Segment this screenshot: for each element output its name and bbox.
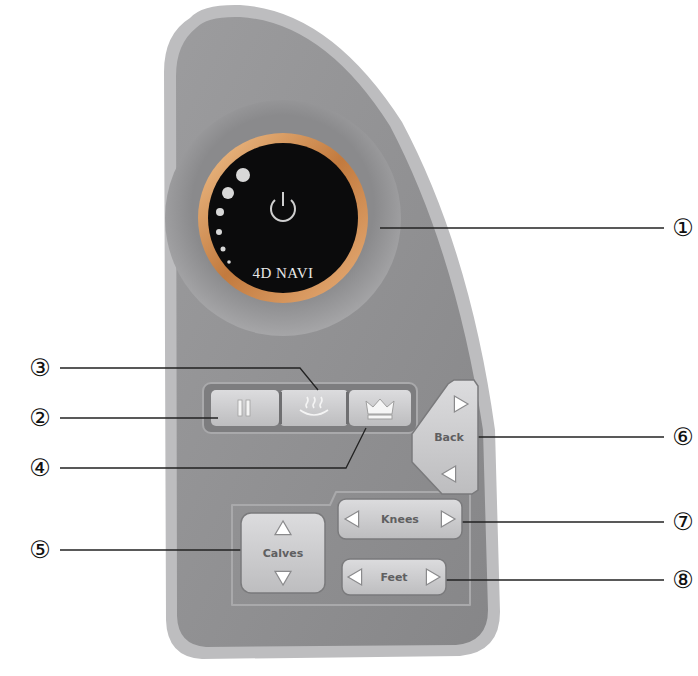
- button-groove: [232, 492, 470, 605]
- back-button-shape: [412, 380, 478, 494]
- pause-icon: [246, 400, 250, 416]
- level-dot: [221, 247, 226, 252]
- button-label: Back: [434, 431, 464, 444]
- arrow-symbol: [442, 466, 456, 482]
- leader-line: [470, 436, 664, 437]
- dial-ring: [198, 133, 368, 303]
- arrow-symbol: [275, 521, 291, 535]
- button-body: [241, 513, 325, 593]
- button-label: Calves: [263, 547, 303, 560]
- dial-label: 4D NAVI: [252, 265, 313, 282]
- arrow-symbol: [454, 396, 468, 412]
- panel-rim: [164, 5, 500, 659]
- callout-number: ③: [29, 356, 51, 380]
- button-label: Knees: [381, 513, 419, 526]
- leader-line: [60, 549, 250, 550]
- button-divider: [279, 392, 282, 424]
- arrow-symbol: [441, 511, 455, 527]
- leader-line: [60, 417, 218, 418]
- back-button: Back: [408, 378, 480, 496]
- level-dot: [236, 168, 250, 182]
- feet-button: Feet: [341, 558, 447, 596]
- arrow-symbol: [275, 571, 291, 585]
- leader-line: [60, 368, 318, 390]
- callout-number: ⑤: [29, 538, 51, 562]
- power-icon: [282, 192, 284, 206]
- leader-line: [446, 579, 664, 580]
- callout-number: ①: [672, 216, 694, 240]
- leader-line: [380, 227, 664, 228]
- button-strip: [203, 383, 417, 433]
- dial-recess: [165, 100, 401, 336]
- pause-button: [211, 390, 279, 426]
- level-dot: [222, 187, 234, 199]
- crown-icon: [366, 399, 394, 414]
- leader-line: [60, 428, 366, 468]
- crown-button: [349, 390, 411, 426]
- level-dot: [216, 229, 222, 235]
- leader-lines: [60, 228, 664, 580]
- callout-number: ⑧: [672, 568, 694, 592]
- callout-number: ⑦: [672, 510, 694, 534]
- callout-number: ②: [29, 406, 51, 430]
- button-body: [338, 499, 462, 539]
- leader-line: [458, 521, 664, 522]
- heat-icon: [300, 397, 328, 415]
- dial-face: [208, 143, 358, 293]
- calves-button: Calves: [240, 512, 326, 594]
- arrow-symbol: [426, 569, 440, 585]
- arrow-symbol: [348, 569, 362, 585]
- button-divider: [346, 392, 349, 424]
- level-dot: [227, 260, 231, 264]
- button-body: [342, 559, 446, 595]
- power-dial: 4D NAVI: [197, 132, 369, 304]
- callout-number: ④: [29, 456, 51, 480]
- arrow-symbol: [345, 511, 359, 527]
- level-dot: [216, 208, 224, 216]
- callout-number: ⑥: [672, 425, 694, 449]
- pause-icon: [238, 400, 242, 416]
- button-label: Feet: [380, 571, 407, 584]
- crown-icon: [368, 415, 392, 419]
- knees-button: Knees: [337, 498, 463, 540]
- heat-button: [281, 390, 347, 426]
